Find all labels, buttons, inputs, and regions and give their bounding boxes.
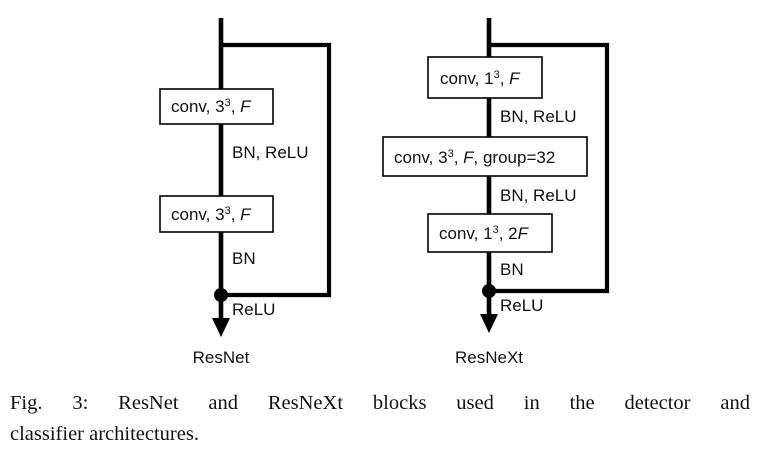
resnet-output-arrowhead bbox=[212, 318, 230, 337]
resnet-conv-2-exponent: 3 bbox=[225, 205, 231, 217]
resnet-conv-1-italic: F bbox=[240, 97, 252, 116]
figure-caption-line-1: Fig. 3: ResNet and ResNeXt blocks used i… bbox=[10, 392, 750, 414]
resnext-conv-2-suffix: , bbox=[454, 148, 463, 167]
resnext-conv-1-italic: F bbox=[509, 69, 521, 88]
resnet-conv-box-2-label: conv, 33, F bbox=[171, 205, 252, 224]
resnext-skip-connection bbox=[489, 42, 610, 294]
resnext-conv-2-exponent: 3 bbox=[448, 148, 454, 160]
resnext-conv-2-tail: , group=32 bbox=[474, 148, 556, 167]
resnet-skip-connection bbox=[221, 42, 332, 298]
resnext-conv-box-3-label: conv, 13, 2F bbox=[439, 224, 530, 243]
resnet-block: conv, 33, F conv, 33, F BN, ReLU BN ReLU… bbox=[159, 18, 332, 367]
figure-caption: Fig. 3: ResNet and ResNeXt blocks used i… bbox=[10, 388, 750, 450]
resnext-conv-box-1-label: conv, 13, F bbox=[440, 69, 521, 88]
resnext-output-arrowhead bbox=[480, 314, 498, 333]
resnet-conv-2-italic: F bbox=[240, 205, 252, 224]
resnet-annotation-bn: BN bbox=[232, 249, 256, 268]
resnet-conv-1-exponent: 3 bbox=[225, 97, 231, 109]
resnext-conv-3-prefix: conv, 1 bbox=[439, 224, 493, 243]
resnet-conv-box-2 bbox=[159, 195, 274, 233]
resnext-conv-2-prefix: conv, 3 bbox=[394, 148, 448, 167]
resnext-annotation-relu: ReLU bbox=[500, 296, 543, 315]
resnext-conv-box-2 bbox=[382, 136, 588, 177]
resnext-conv-box-3 bbox=[427, 213, 553, 253]
resnet-annotation-bn-relu: BN, ReLU bbox=[232, 143, 309, 162]
resnext-conv-box-1 bbox=[427, 56, 543, 99]
resnext-annotation-bn-relu-1: BN, ReLU bbox=[500, 107, 577, 126]
resnet-merge-node bbox=[214, 288, 228, 302]
resnet-resnext-diagram: conv, 33, F conv, 33, F BN, ReLU BN ReLU… bbox=[159, 18, 610, 367]
resnet-conv-2-prefix: conv, 3 bbox=[171, 205, 225, 224]
resnet-conv-box-1-label: conv, 33, F bbox=[171, 97, 252, 116]
figure-diagram-area: conv, 33, F conv, 33, F BN, ReLU BN ReLU… bbox=[159, 18, 610, 367]
resnext-block-title: ResNeXt bbox=[455, 348, 523, 367]
resnext-merge-node bbox=[482, 284, 496, 298]
resnext-block: conv, 13, F conv, 33, F, group=32 conv, … bbox=[382, 18, 610, 367]
resnext-conv-2-italic: F bbox=[463, 148, 475, 167]
resnet-conv-1-prefix: conv, 3 bbox=[171, 97, 225, 116]
resnet-conv-box-1 bbox=[159, 88, 274, 125]
resnext-conv-box-2-label: conv, 33, F, group=32 bbox=[394, 148, 555, 167]
resnet-conv-2-suffix: , bbox=[231, 205, 240, 224]
resnext-annotation-bn: BN bbox=[500, 260, 524, 279]
resnet-annotation-relu: ReLU bbox=[232, 300, 275, 319]
resnext-conv-3-suffix: , 2 bbox=[499, 224, 518, 243]
resnext-conv-1-prefix: conv, 1 bbox=[440, 69, 494, 88]
resnext-conv-3-exponent: 3 bbox=[493, 224, 499, 236]
resnet-conv-1-suffix: , bbox=[231, 97, 240, 116]
resnext-annotation-bn-relu-2: BN, ReLU bbox=[500, 186, 577, 205]
resnext-conv-1-exponent: 3 bbox=[494, 69, 500, 81]
resnext-conv-1-suffix: , bbox=[500, 69, 509, 88]
resnext-conv-3-italic: F bbox=[518, 224, 530, 243]
figure-caption-line-2: classifier architectures. bbox=[10, 423, 199, 445]
resnet-block-title: ResNet bbox=[193, 348, 250, 367]
